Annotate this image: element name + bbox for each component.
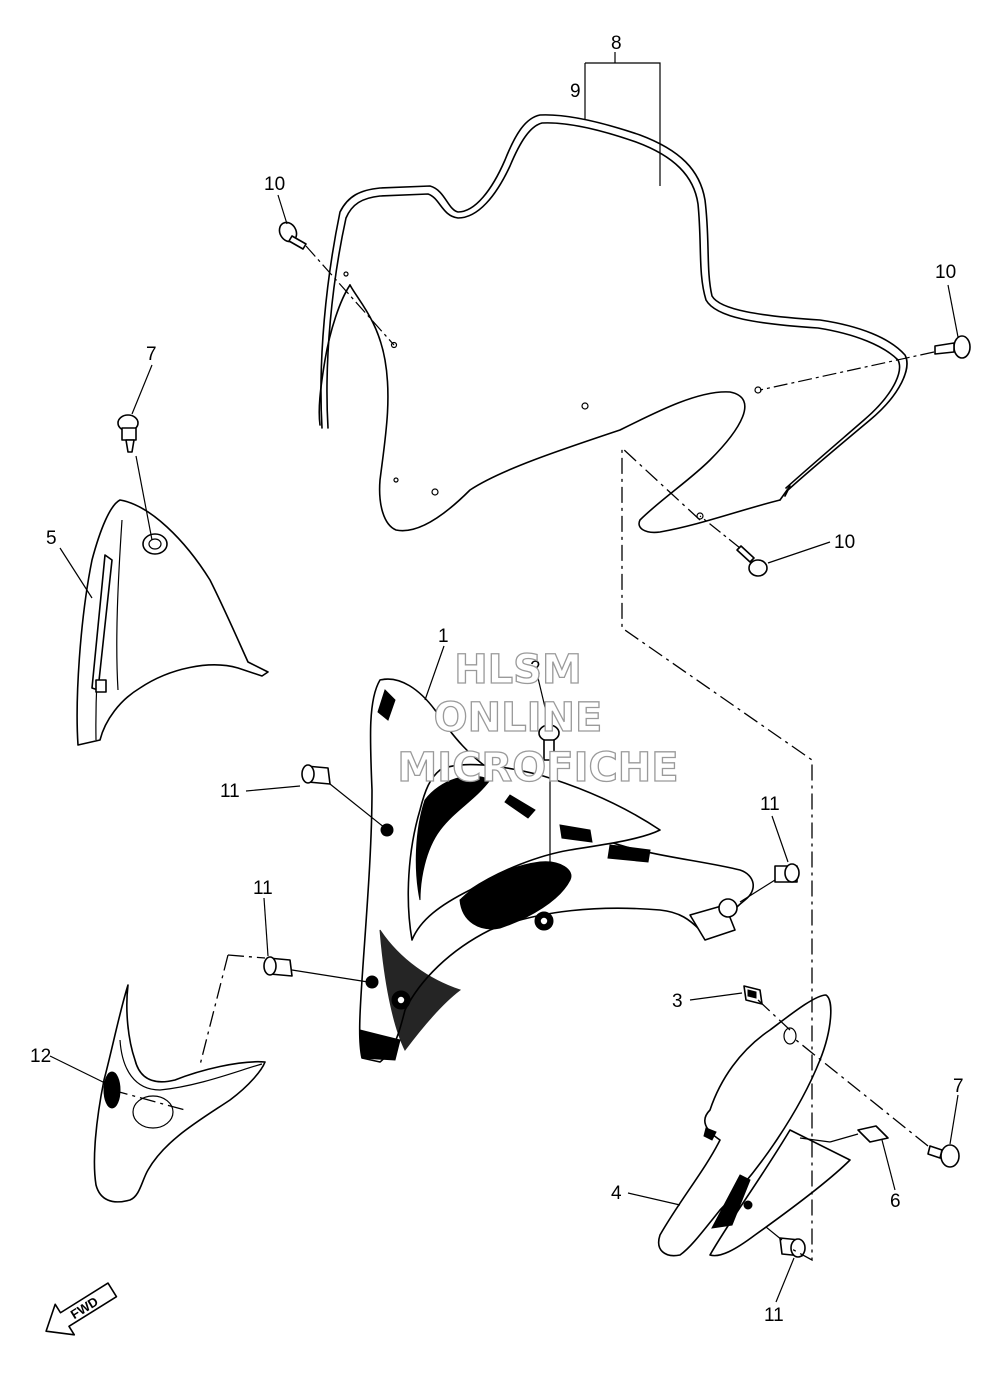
windscreen-rubber-trim <box>320 114 908 497</box>
screw-hole <box>431 488 439 496</box>
label-10-bottom: 10 <box>834 532 855 553</box>
screw-hole <box>696 512 704 520</box>
leader-lines <box>49 194 959 1303</box>
collar-part-11-middle <box>263 956 369 983</box>
clip-part-6 <box>829 1125 889 1143</box>
alignment-guide <box>621 446 813 1262</box>
clip-part-3 <box>743 985 791 1031</box>
label-7-lower: 7 <box>953 1076 964 1097</box>
screw-part-2 <box>538 724 560 870</box>
label-2: 2 <box>530 658 541 679</box>
watermark-line-3: MICROFICHE <box>397 745 678 791</box>
label-12: 12 <box>30 1046 51 1067</box>
label-11-left: 11 <box>220 781 240 802</box>
collar-part-11-bottom <box>744 1209 806 1258</box>
label-10-left: 10 <box>264 174 285 195</box>
watermark-line-2: ONLINE <box>434 695 603 741</box>
lower-panel-part-12 <box>93 954 266 1203</box>
screw-part-10-right <box>759 335 971 391</box>
label-10-right: 10 <box>935 262 956 283</box>
label-6: 6 <box>890 1191 901 1212</box>
label-3: 3 <box>672 991 683 1012</box>
watermark-line-1: HLSM <box>454 647 582 693</box>
watermark: HLSM ONLINE MICROFICHE <box>397 646 680 791</box>
label-11-middle: 11 <box>253 878 273 899</box>
bolt-part-7-upper <box>117 414 153 541</box>
label-1: 1 <box>438 626 449 647</box>
label-9: 9 <box>570 81 581 102</box>
front-cowling-part-1 <box>358 678 754 1063</box>
label-4: 4 <box>611 1183 622 1204</box>
screw-hole <box>581 402 589 410</box>
windscreen <box>318 114 908 534</box>
screw-hole <box>393 477 399 483</box>
screw-part-10-left <box>278 221 395 346</box>
bolt-part-7-lower <box>795 1039 960 1168</box>
screw-hole <box>343 271 349 277</box>
label-8: 8 <box>611 33 622 54</box>
lower-panel-part-4 <box>658 994 851 1257</box>
forward-arrow-icon: FWD <box>45 1282 118 1336</box>
part-8-9-bracket <box>584 52 661 186</box>
collar-part-11-left <box>301 764 386 829</box>
screw-hole <box>390 341 398 349</box>
windscreen-body <box>349 284 781 534</box>
label-11-bottom: 11 <box>764 1305 784 1326</box>
screw-part-10-bottom <box>699 515 768 577</box>
label-11-right: 11 <box>760 794 780 815</box>
label-7-upper: 7 <box>146 344 157 365</box>
label-5: 5 <box>46 528 57 549</box>
side-panel-part-5 <box>76 499 269 746</box>
collar-part-11-right <box>739 863 800 903</box>
